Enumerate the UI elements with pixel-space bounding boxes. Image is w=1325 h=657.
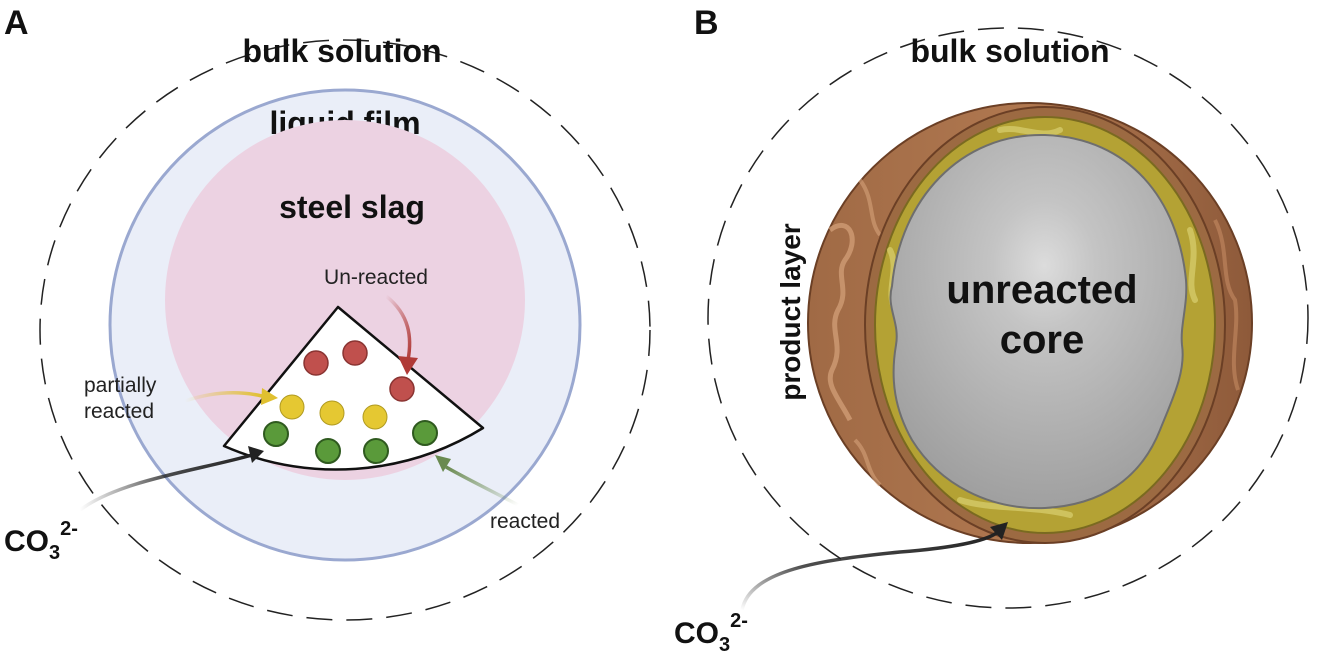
carbonate-arrowhead-a: [248, 446, 264, 463]
carbonate-ion-subscript: 3: [719, 634, 730, 656]
core-label-line1: unreacted: [946, 268, 1137, 312]
unreacted-particle: [342, 340, 368, 366]
panel-b: B bulk solution unreacted core product l…: [674, 4, 1309, 656]
partially-reacted-arrowhead: [261, 388, 278, 405]
product-layer-sphere: [807, 102, 1253, 544]
reacted-arrow: [445, 465, 519, 507]
reacted-particle: [315, 438, 341, 464]
unreacted-label: Un-reacted: [324, 266, 428, 289]
panel-b-letter: B: [694, 4, 719, 42]
steel-slag-label: steel slag: [279, 189, 425, 225]
partially-reacted-particle: [319, 400, 345, 426]
partially-reacted-arrow: [184, 390, 263, 403]
partially-reacted-label-line1: partially: [84, 374, 157, 397]
unreacted-core: [889, 133, 1188, 510]
partially-reacted-particle: [279, 394, 305, 420]
reacted-label: reacted: [490, 510, 560, 533]
shell-texture: [827, 222, 855, 422]
core-label-line2: core: [1000, 318, 1085, 362]
product-layer-label: product layer: [775, 223, 806, 400]
panel-a-letter: A: [4, 4, 29, 42]
carbonate-ion-superscript: 2-: [730, 610, 748, 632]
carbonate-arrowhead-b: [990, 522, 1008, 540]
carbonate-arrow-b: [740, 530, 1000, 611]
panel-b-bulk-boundary: [707, 27, 1309, 609]
unreacted-arrow: [384, 294, 412, 361]
reacted-particle: [412, 420, 438, 446]
shell-texture: [1213, 219, 1240, 391]
carbonate-ion-base: CO: [4, 525, 49, 558]
panel-a: A bulk solution liquid film steel slag U…: [4, 4, 651, 621]
reacted-particle: [263, 421, 289, 447]
reacted-particle: [363, 438, 389, 464]
carbonate-ion-subscript: 3: [49, 542, 60, 564]
carbonate-ion-label-a: CO32-: [4, 518, 78, 564]
carbonate-arrow-a: [78, 453, 253, 512]
panel-a-bulk-solution-label: bulk solution: [242, 33, 441, 69]
panel-a-bulk-boundary: [39, 39, 651, 621]
unreacted-arrowhead: [398, 356, 418, 375]
panel-b-bulk-solution-label: bulk solution: [910, 33, 1109, 69]
shell-texture: [853, 178, 882, 487]
particles: [263, 340, 438, 464]
unreacted-particle: [389, 376, 415, 402]
carbonate-ion-label-b: CO32-: [674, 610, 748, 656]
partially-reacted-particle: [362, 404, 388, 430]
unreacted-particle: [303, 350, 329, 376]
reacted-arrowhead: [435, 455, 451, 472]
carbonate-ion-base: CO: [674, 617, 719, 650]
partially-reacted-label-line2: reacted: [84, 400, 154, 423]
carbonate-ion-superscript: 2-: [60, 518, 78, 540]
